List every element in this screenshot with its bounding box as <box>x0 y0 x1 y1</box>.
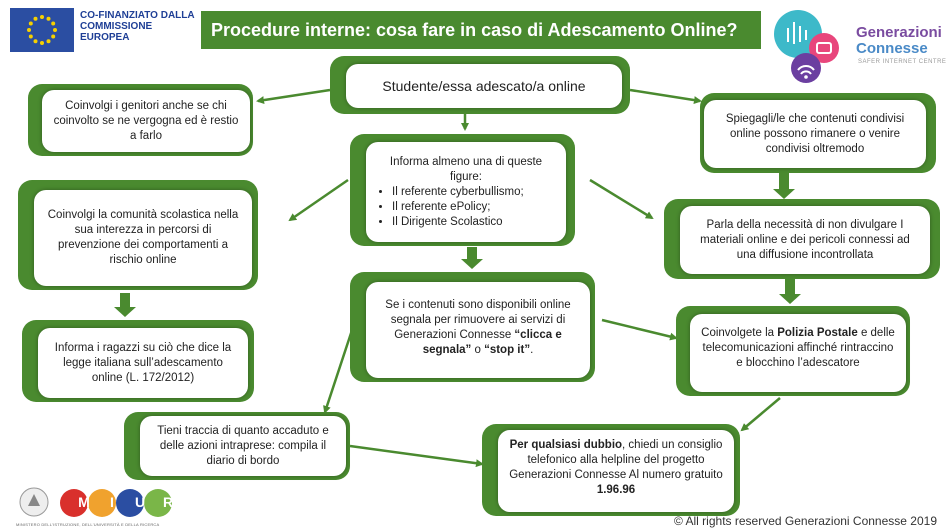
inform-item: Il referente cyberbullismo; <box>392 185 556 200</box>
report-text: Se i contenuti sono disponibili online s… <box>385 299 571 341</box>
ministry-caption: MINISTERO DELL'ISTRUZIONE, DELL'UNIVERSI… <box>16 522 160 527</box>
help-number: 1.96.96 <box>596 484 636 496</box>
node-involve-school-community: Coinvolgi la comunità scolastica nella s… <box>34 190 252 286</box>
node-explain-sharing: Spiegagli/le che contenuti condivisi onl… <box>704 100 926 168</box>
inform-heading: Informa almeno una di queste figure: <box>389 155 543 183</box>
brand-subtitle: SAFER INTERNET CENTRE <box>858 59 947 65</box>
arrow-to-parents <box>256 88 331 105</box>
node-do-not-divulge: Parla della necessità di non divulgare I… <box>680 206 930 274</box>
node-involve-parents: Coinvolgi i genitori anche se chi coinvo… <box>42 90 250 152</box>
inform-list: Il referente cyberbullismo; Il referente… <box>376 185 556 230</box>
inform-item: Il Dirigente Scolastico <box>392 215 556 230</box>
report-link-clicca: “clicca e segnala” <box>422 329 562 356</box>
arrow-to-explain <box>629 88 702 105</box>
node-inform-figures: Informa almeno una di queste figure: Il … <box>366 142 566 242</box>
arrow-to-community <box>288 178 349 222</box>
brand-name-line1: Generazioni <box>856 24 942 41</box>
node-involve-police: Coinvolgete la Polizia Postale e delle t… <box>690 314 906 392</box>
node-inform-law: Informa i ragazzi su ciò che dice la leg… <box>38 328 248 398</box>
block-arrows <box>114 173 801 317</box>
police-text-pre: Coinvolgete la <box>701 327 778 339</box>
miur-letter: U <box>134 494 146 510</box>
police-text-post: e delle telecomunicazioni affinché rintr… <box>702 327 895 369</box>
node-report-content: Se i contenuti sono disponibili online s… <box>366 282 590 378</box>
police-name: Polizia Postale <box>777 327 858 339</box>
arrow-to-help <box>349 444 484 468</box>
miur-letter: R <box>162 494 174 510</box>
miur-letter: M <box>78 494 90 510</box>
cofinanced-label: CO-FINANZIATO DALLA COMMISSIONE EUROPEA <box>80 10 195 43</box>
block-arrow-community-to-law <box>114 293 136 317</box>
report-or: o <box>471 344 485 356</box>
page-title: Procedure interne: cosa fare in caso di … <box>201 11 761 49</box>
report-link-stopit: “stop it” <box>484 344 531 356</box>
node-student-groomed: Studente/essa adescato/a online <box>346 64 622 108</box>
brand-name-line2: Connesse <box>856 40 928 57</box>
node-helpline: Per qualsiasi dubbio, chiedi un consigli… <box>498 430 734 512</box>
help-text: , chiedi un consiglio telefonico alla he… <box>509 439 723 481</box>
report-end: . <box>530 344 534 356</box>
node-keep-track: Tieni traccia di quanto accaduto e delle… <box>140 416 346 476</box>
generazioni-connesse-logo-icon <box>772 4 852 93</box>
arrow-to-divulge <box>589 178 654 220</box>
help-bold: Per qualsiasi dubbio <box>509 439 623 451</box>
block-arrow-divulge-to-police <box>779 278 801 304</box>
miur-logo-icon <box>18 486 186 525</box>
inform-item: Il referente ePolicy; <box>392 200 556 215</box>
arrow-to-police <box>601 318 678 341</box>
miur-letter: I <box>110 494 114 510</box>
block-arrow-inform-to-report <box>461 247 483 269</box>
block-arrow-explain-to-divulge <box>773 173 795 199</box>
eu-flag-icon <box>10 8 74 52</box>
copyright-text: © All rights reserved Generazioni Connes… <box>674 514 937 528</box>
arrow-police-to-help <box>740 397 781 432</box>
